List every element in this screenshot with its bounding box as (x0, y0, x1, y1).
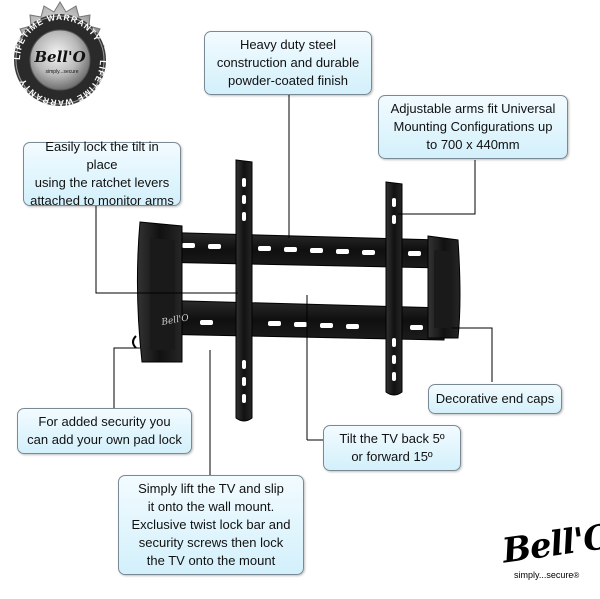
callout-pad-lock: For added security you can add your own … (17, 408, 192, 454)
callout-end-caps: Decorative end caps (428, 384, 562, 414)
bar-logo: Bell'O (160, 313, 190, 328)
monitor-arm-left (235, 159, 253, 422)
monitor-arm-right (385, 181, 403, 396)
brand-logo: Bell'O simply...secure® (488, 517, 600, 590)
pad-lock-loop (132, 335, 137, 349)
brand-tagline: simply...secure® (514, 570, 580, 580)
callout-steel-construction: Heavy duty steel construction and durabl… (204, 31, 372, 95)
callout-tilt-lock: Easily lock the tilt in place using the … (23, 139, 181, 208)
leader-lines (95, 87, 493, 476)
left-end-cap: Bell'O (136, 221, 190, 363)
callout-lift-and-slip: Simply lift the TV and slip it onto the … (118, 475, 304, 575)
wall-plate (149, 231, 447, 341)
right-end-cap (427, 235, 461, 339)
seal-center-tag: simply...secure (46, 69, 79, 75)
seal-center-script: Bell'O (33, 48, 85, 66)
callout-adjustable-arms: Adjustable arms fit Universal Mounting C… (378, 95, 568, 159)
brand-script: Bell'O (499, 516, 600, 572)
callout-tilt-range: Tilt the TV back 5º or forward 15º (323, 425, 461, 471)
